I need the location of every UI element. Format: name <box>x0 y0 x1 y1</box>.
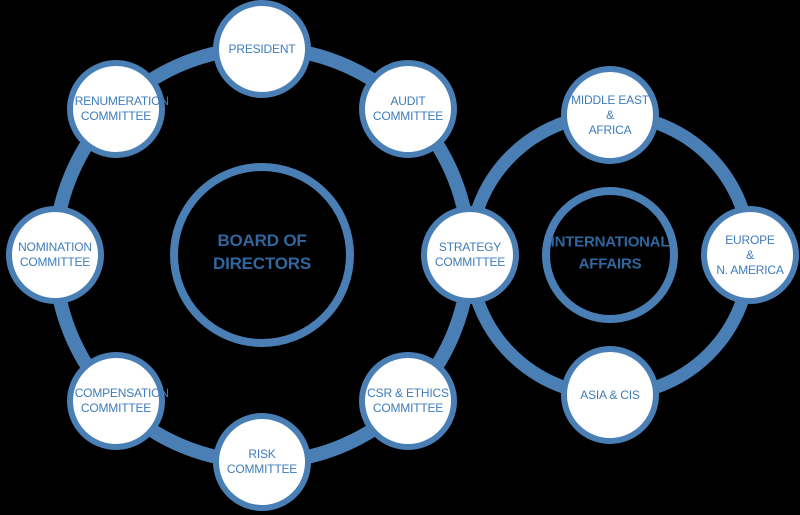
node-label: STRATEGY COMMITTEE <box>434 240 506 269</box>
node-label: PRESIDENT <box>228 41 296 56</box>
node-label: AUDIT COMMITTEE <box>372 94 444 123</box>
node-compensation-committee: COMPENSATION COMMITTEE <box>67 352 169 450</box>
node-europe-n-america: EUROPE & N. AMERICA <box>701 206 799 304</box>
node-label: RISK COMMITTEE <box>226 447 298 476</box>
node-label: RENUMERATION COMMITTEE <box>74 94 169 123</box>
node-asia-cis: ASIA & CIS <box>561 346 659 444</box>
node-nomination-committee: NOMINATION COMMITTEE <box>6 206 104 304</box>
hub-label-board-of-directors: BOARD OF DIRECTORS <box>212 231 312 273</box>
node-csr-ethics-committee: CSR & ETHICS COMMITTEE <box>359 352 457 450</box>
node-renumeration-committee: RENUMERATION COMMITTEE <box>67 60 169 158</box>
node-label: ASIA & CIS <box>580 387 640 402</box>
node-president: PRESIDENT <box>213 0 311 98</box>
node-label: COMPENSATION COMMITTEE <box>74 386 169 415</box>
international-hub-circle <box>542 187 678 323</box>
node-label: EUROPE & N. AMERICA <box>716 232 784 277</box>
node-risk-committee: RISK COMMITTEE <box>213 413 311 511</box>
board-hub-circle <box>170 163 354 347</box>
node-label: CSR & ETHICS COMMITTEE <box>367 386 449 415</box>
node-strategy-committee: STRATEGY COMMITTEE <box>421 206 519 304</box>
node-middle-east-africa: MIDDLE EAST & AFRICA <box>561 66 659 164</box>
hub-label-international-affairs: INTERNATIONAL AFFAIRS <box>550 233 670 272</box>
node-label: NOMINATION COMMITTEE <box>18 240 92 269</box>
node-label: MIDDLE EAST & AFRICA <box>571 92 649 137</box>
node-audit-committee: AUDIT COMMITTEE <box>359 60 457 158</box>
